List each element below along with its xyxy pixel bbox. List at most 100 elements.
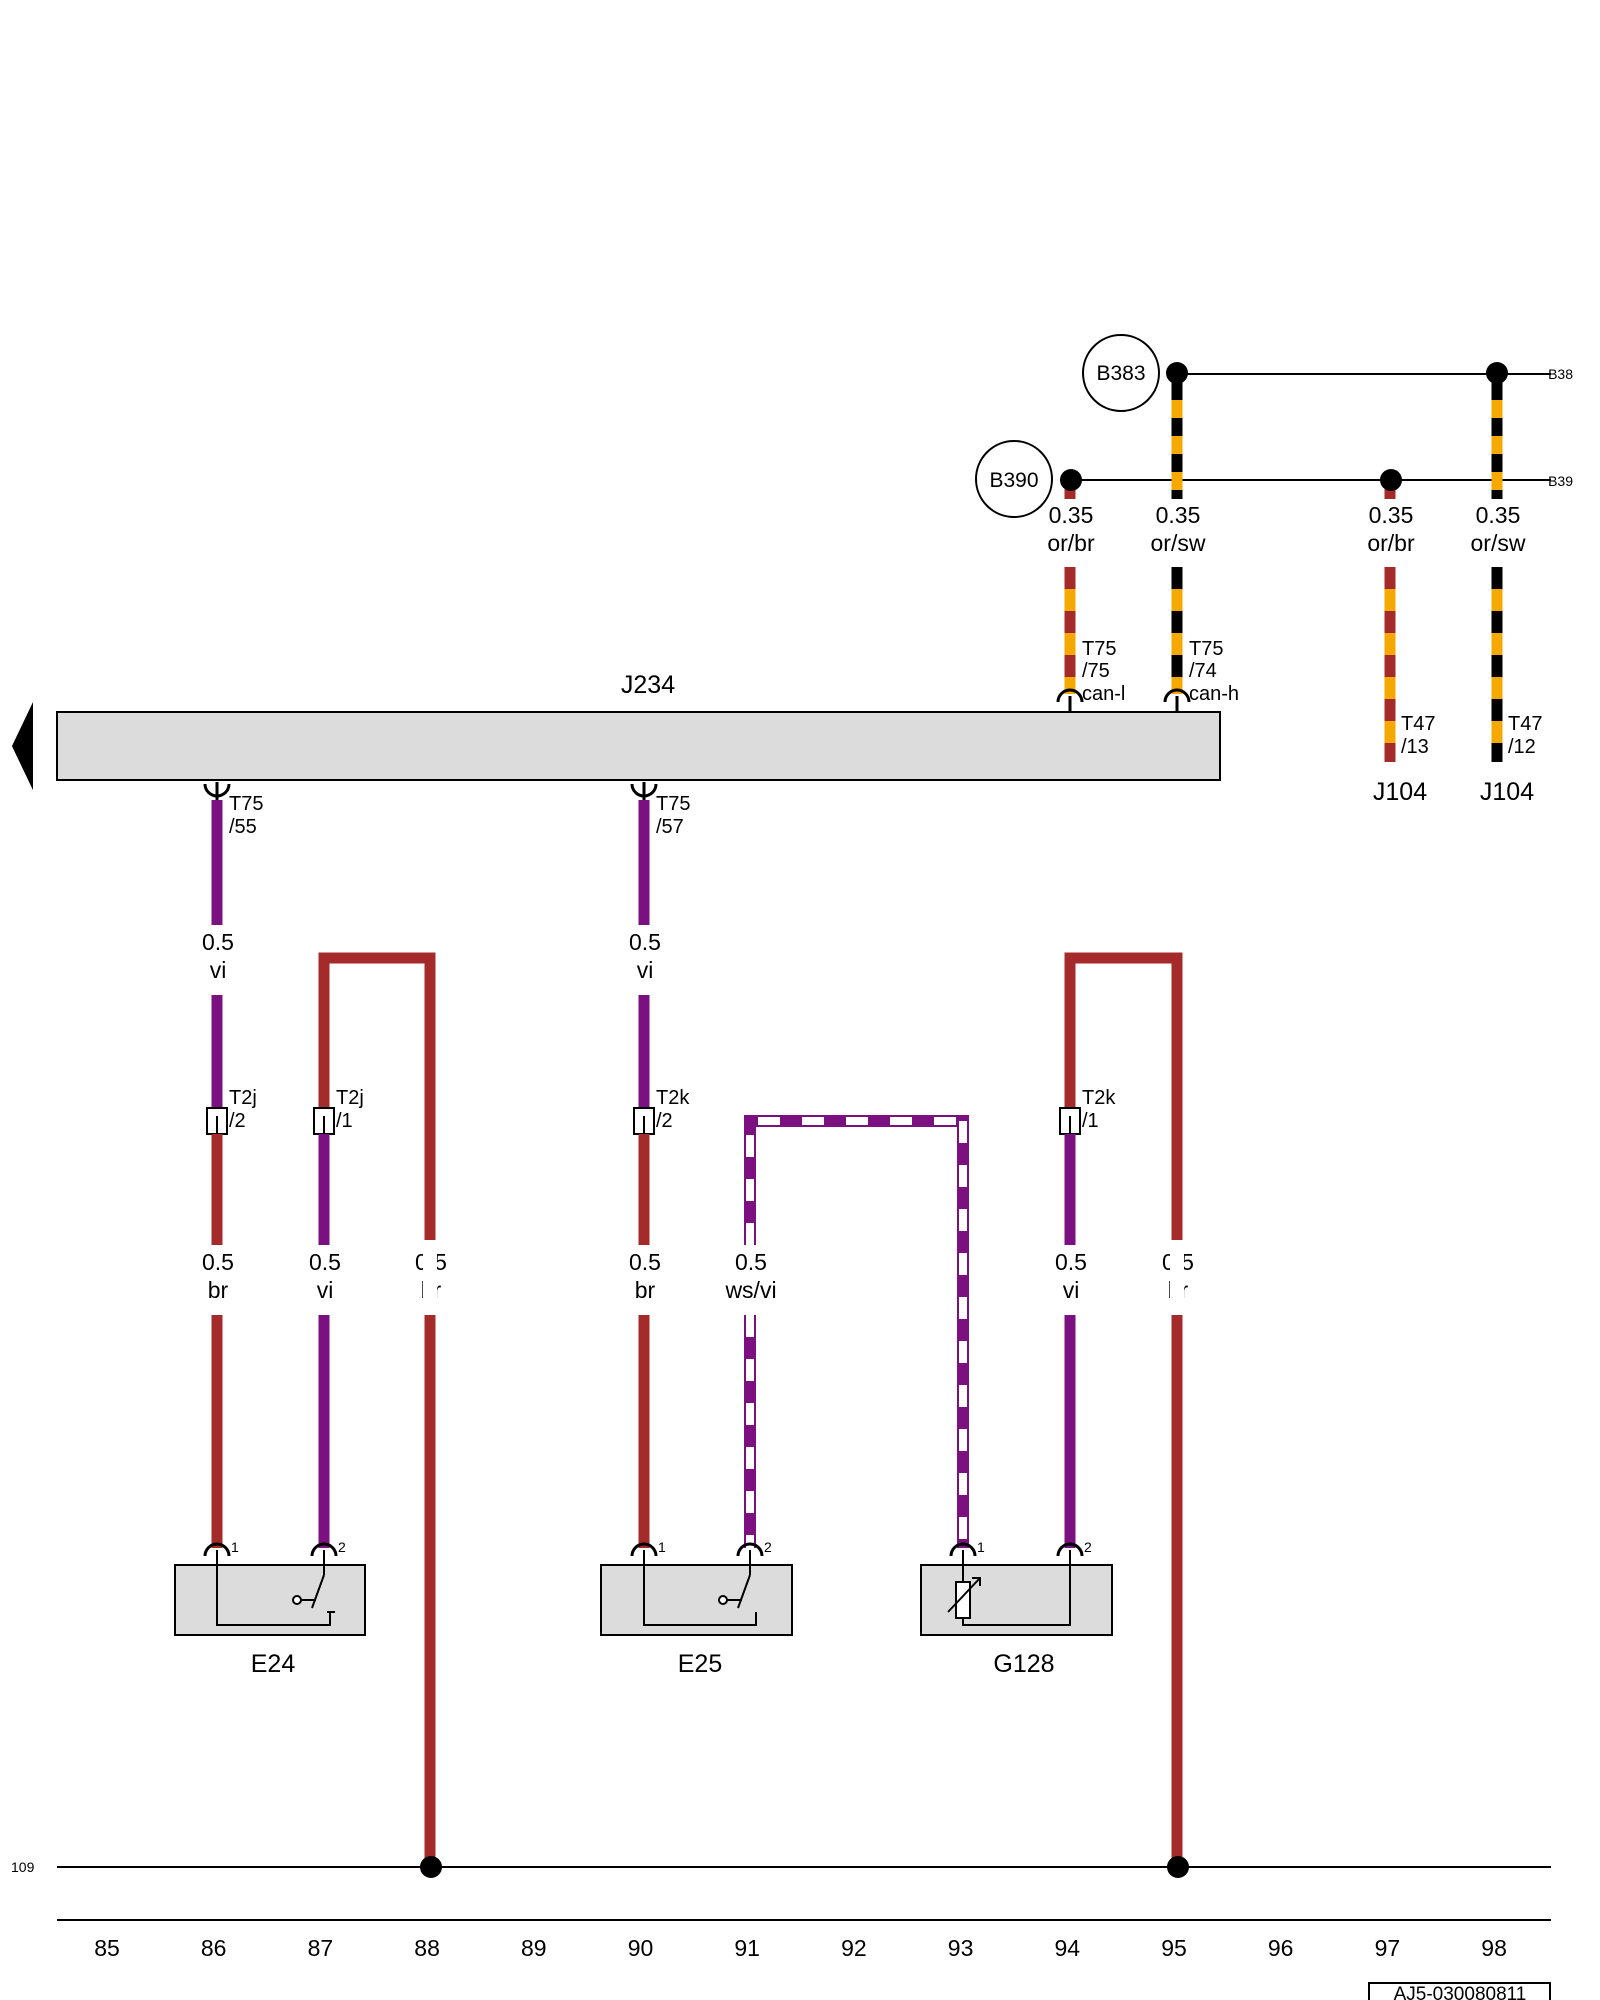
svg-text:vi: vi bbox=[637, 957, 654, 983]
svg-text:T75: T75 bbox=[656, 793, 690, 815]
connector-t47-13: T47 /13 bbox=[1401, 713, 1435, 758]
svg-text:T2j: T2j bbox=[336, 1087, 364, 1109]
component-j104-label: J104 bbox=[1373, 778, 1427, 806]
column-number: 85 bbox=[94, 1935, 120, 1961]
svg-text:0.5: 0.5 bbox=[629, 929, 661, 955]
component-e24-label: E24 bbox=[251, 1650, 296, 1678]
column-number: 97 bbox=[1375, 1935, 1401, 1961]
control-unit-label: J234 bbox=[621, 671, 675, 699]
svg-text:1: 1 bbox=[658, 1539, 666, 1555]
splice-dot bbox=[1380, 469, 1402, 491]
column-number: 91 bbox=[734, 1935, 760, 1961]
column-number: 95 bbox=[1161, 1935, 1187, 1961]
svg-text:/2: /2 bbox=[229, 1110, 246, 1132]
node-b38-label: B38 bbox=[1548, 366, 1573, 382]
ground-ref-label: 109 bbox=[11, 1859, 35, 1875]
wire-size-label: 0.35 bbox=[1156, 502, 1201, 528]
svg-text:0.5: 0.5 bbox=[202, 1249, 234, 1275]
ground-splice-dot bbox=[1167, 1856, 1189, 1878]
svg-text:T2k: T2k bbox=[1082, 1087, 1116, 1109]
svg-text:/12: /12 bbox=[1508, 736, 1536, 758]
splice-dot bbox=[1486, 362, 1508, 384]
column-number: 88 bbox=[414, 1935, 440, 1961]
svg-text:T2k: T2k bbox=[656, 1087, 690, 1109]
connector-t75-55: T75 /55 bbox=[203, 782, 263, 838]
control-unit-j234 bbox=[56, 711, 1221, 781]
ground-splice-dot bbox=[420, 1856, 442, 1878]
svg-text:/1: /1 bbox=[336, 1110, 353, 1132]
svg-text:T2j: T2j bbox=[229, 1087, 257, 1109]
component-e25-label: E25 bbox=[678, 1650, 722, 1678]
continuation-arrow-icon bbox=[12, 702, 33, 790]
column-number: 87 bbox=[308, 1935, 334, 1961]
svg-text:T47: T47 bbox=[1508, 713, 1542, 735]
connector-t2k-1: T2k /1 bbox=[1059, 1087, 1116, 1135]
svg-text:T75: T75 bbox=[229, 793, 263, 815]
svg-text:T75: T75 bbox=[1082, 638, 1116, 660]
svg-text:can-l: can-l bbox=[1082, 683, 1125, 705]
svg-text:/74: /74 bbox=[1189, 660, 1217, 682]
svg-text:can-h: can-h bbox=[1189, 683, 1239, 705]
column-number: 94 bbox=[1055, 1935, 1081, 1961]
svg-text:ws/vi: ws/vi bbox=[724, 1277, 776, 1303]
column-number: 96 bbox=[1268, 1935, 1294, 1961]
column-number: 90 bbox=[628, 1935, 654, 1961]
wire-color-label: or/sw bbox=[1151, 530, 1206, 556]
connector-t75-57: T75 /57 bbox=[630, 782, 690, 838]
svg-text:0.5: 0.5 bbox=[309, 1249, 341, 1275]
svg-text:vi: vi bbox=[210, 957, 227, 983]
svg-text:/57: /57 bbox=[656, 816, 684, 838]
svg-text:vi: vi bbox=[1063, 1277, 1080, 1303]
wire-color-label: or/sw bbox=[1471, 530, 1526, 556]
svg-text:vi: vi bbox=[317, 1277, 334, 1303]
wire-size-label: 0.35 bbox=[1049, 502, 1094, 528]
svg-text:T47: T47 bbox=[1401, 713, 1435, 735]
splice-dot bbox=[1060, 469, 1082, 491]
svg-text:1: 1 bbox=[231, 1539, 239, 1555]
svg-text:br: br bbox=[208, 1277, 229, 1303]
svg-text:/2: /2 bbox=[656, 1110, 673, 1132]
column-number: 98 bbox=[1481, 1935, 1507, 1961]
column-number: 89 bbox=[521, 1935, 547, 1961]
connector-t2j-2: T2j /2 bbox=[206, 1087, 257, 1135]
connector-t2j-1: T2j /1 bbox=[313, 1087, 364, 1135]
svg-text:0.5: 0.5 bbox=[735, 1249, 767, 1275]
connector-t75-75: T75 /75 can-l bbox=[1056, 638, 1125, 712]
node-b383: B383 bbox=[1082, 334, 1160, 412]
component-e25: 1 2 bbox=[600, 1539, 793, 1636]
svg-text:T75: T75 bbox=[1189, 638, 1223, 660]
node-b390-label: B390 bbox=[989, 469, 1038, 492]
connector-t75-74: T75 /74 can-h bbox=[1163, 638, 1239, 712]
node-b390: B390 bbox=[975, 440, 1053, 518]
component-g128-label: G128 bbox=[993, 1650, 1054, 1678]
svg-text:2: 2 bbox=[338, 1539, 346, 1555]
wire-ws-vi-loop bbox=[744, 1115, 969, 1540]
wire-color-label: or/br bbox=[1367, 530, 1415, 556]
column-number: 93 bbox=[948, 1935, 974, 1961]
node-b39-label: B39 bbox=[1548, 473, 1573, 489]
connector-t47-12: T47 /12 bbox=[1508, 713, 1542, 758]
svg-text:1: 1 bbox=[977, 1539, 985, 1555]
component-e24: 1 2 bbox=[174, 1539, 366, 1636]
svg-text:/75: /75 bbox=[1082, 660, 1110, 682]
column-labels: 85 86 87 88 89 90 91 92 93 94 95 96 97 98 bbox=[94, 1935, 1507, 1961]
svg-text:/55: /55 bbox=[229, 816, 257, 838]
wire-color-label: or/br bbox=[1047, 530, 1095, 556]
svg-text:2: 2 bbox=[764, 1539, 772, 1555]
splice-dot bbox=[1166, 362, 1188, 384]
svg-text:br: br bbox=[635, 1277, 656, 1303]
column-number: 86 bbox=[201, 1935, 227, 1961]
node-b383-label: B383 bbox=[1096, 362, 1145, 385]
svg-text:0.5: 0.5 bbox=[202, 929, 234, 955]
doc-ref-box: AJ5-030080811 bbox=[1368, 1982, 1551, 2000]
wire-size-label: 0.35 bbox=[1476, 502, 1521, 528]
column-number: 92 bbox=[841, 1935, 867, 1961]
svg-text:/13: /13 bbox=[1401, 736, 1429, 758]
svg-text:0.5: 0.5 bbox=[1055, 1249, 1087, 1275]
svg-text:/1: /1 bbox=[1082, 1110, 1099, 1132]
component-g128: 1 2 bbox=[920, 1539, 1113, 1636]
component-j104-label: J104 bbox=[1480, 778, 1534, 806]
wire-size-label: 0.35 bbox=[1369, 502, 1414, 528]
connector-t2k-2: T2k /2 bbox=[633, 1087, 690, 1135]
